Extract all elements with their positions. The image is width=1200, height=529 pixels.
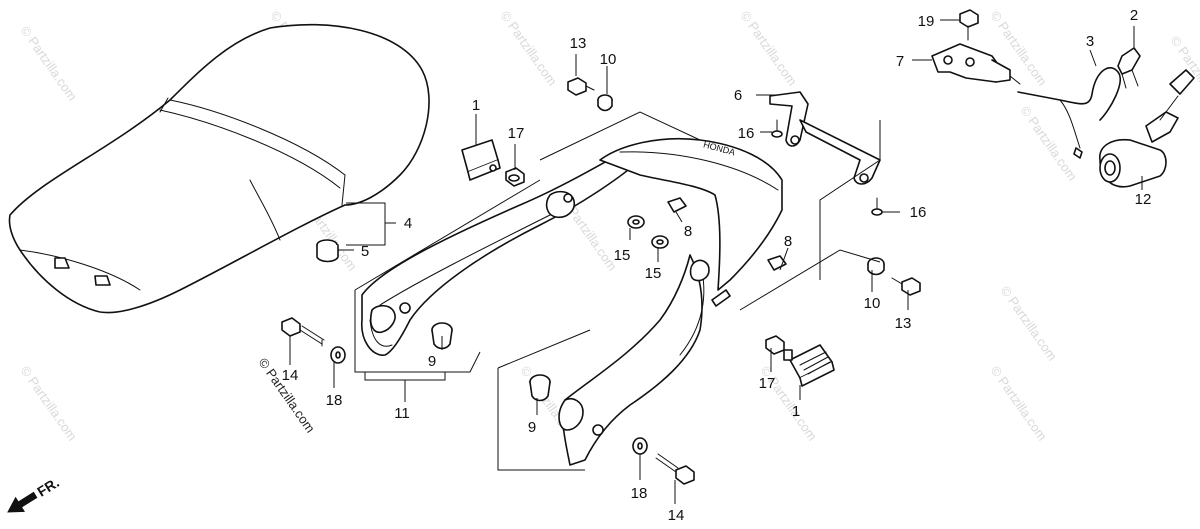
callout-18-left: 18: [326, 392, 343, 409]
seat-lock-cable: [1017, 67, 1121, 159]
callout-13-right: 13: [895, 315, 912, 332]
seat-lock-stay: [769, 91, 881, 185]
screw-16-bottom: [871, 197, 883, 216]
seat-rubber-cushion: [316, 239, 339, 263]
callout-13-top: 13: [570, 35, 587, 52]
cable-clip: [1117, 47, 1141, 89]
nut-17-top: [505, 167, 525, 187]
callout-6: 6: [734, 87, 742, 104]
watermark: © Partzilla.com: [18, 363, 81, 443]
rear-cowl-left: [361, 147, 641, 356]
callout-18-bottom: 18: [631, 485, 648, 502]
watermark: © Partzilla.com: [498, 8, 561, 88]
seat-lock-cylinder: [1099, 69, 1195, 188]
screw-16-top: [771, 119, 783, 138]
washer-15-b: [651, 235, 669, 249]
rear-cowl-right: [558, 254, 731, 466]
callout-3: 3: [1086, 33, 1094, 50]
callout-9-right: 9: [528, 419, 536, 436]
callout-7: 7: [896, 53, 904, 70]
callout-8-bottom: 8: [784, 233, 792, 250]
callout-12: 12: [1135, 191, 1152, 208]
callout-16-top: 16: [738, 125, 755, 142]
washer-18-left: [330, 346, 346, 364]
front-direction-arrow: FR.: [7, 474, 62, 513]
seat: [8, 23, 430, 314]
watermark: © Partzilla.com: [18, 23, 81, 103]
leader-lines: [289, 19, 1143, 504]
cushion-8-bottom: [767, 255, 787, 271]
bolt-13-top: [567, 77, 595, 96]
cushion-8-top: [667, 197, 687, 213]
callout-10-right: 10: [864, 295, 881, 312]
bolt-19: [959, 9, 979, 41]
callout-numbers: 1 1 2 3 4 5 6 7 8 8 9 9 10 10 11 12 13 1…: [282, 7, 1152, 524]
rubber-pad-left: [461, 139, 501, 181]
callout-15-a: 15: [614, 247, 631, 264]
bolt-14-left: [281, 317, 325, 347]
watermark: © Partzilla.com: [998, 283, 1061, 363]
washer-18-right: [632, 437, 648, 455]
callout-1-left: 1: [472, 97, 480, 114]
assembly-outline: [354, 111, 881, 471]
collar-9-right: [529, 374, 551, 402]
callout-11: 11: [394, 405, 410, 422]
front-label: FR.: [34, 474, 62, 500]
callout-8-top: 8: [684, 223, 692, 240]
callout-17-top: 17: [508, 125, 525, 142]
callout-15-b: 15: [645, 265, 662, 282]
callout-17-bottom: 17: [759, 375, 776, 392]
callout-14-bottom: 14: [668, 507, 685, 524]
callout-1-right: 1: [792, 403, 800, 420]
callout-10-top: 10: [600, 51, 617, 68]
callout-2: 2: [1130, 7, 1138, 24]
washer-15-a: [627, 215, 645, 229]
bolt-14-right: [655, 453, 695, 485]
watermark: © Partzilla.com: [1018, 103, 1081, 183]
watermark: © Partzilla.com: [988, 363, 1051, 443]
callout-9-left: 9: [428, 353, 436, 370]
callout-4: 4: [404, 215, 412, 232]
callout-14-left: 14: [282, 367, 299, 384]
nut-17-bottom: [765, 335, 785, 355]
callout-5: 5: [361, 243, 369, 260]
collar-10-top: [597, 94, 613, 112]
callout-19: 19: [918, 13, 935, 30]
callout-16-bottom: 16: [910, 204, 927, 221]
seat-catch: [931, 43, 1021, 85]
watermark: © Partzilla.com: [738, 8, 801, 88]
rubber-pad-right: [783, 344, 835, 387]
bolt-13-right: [891, 277, 921, 296]
